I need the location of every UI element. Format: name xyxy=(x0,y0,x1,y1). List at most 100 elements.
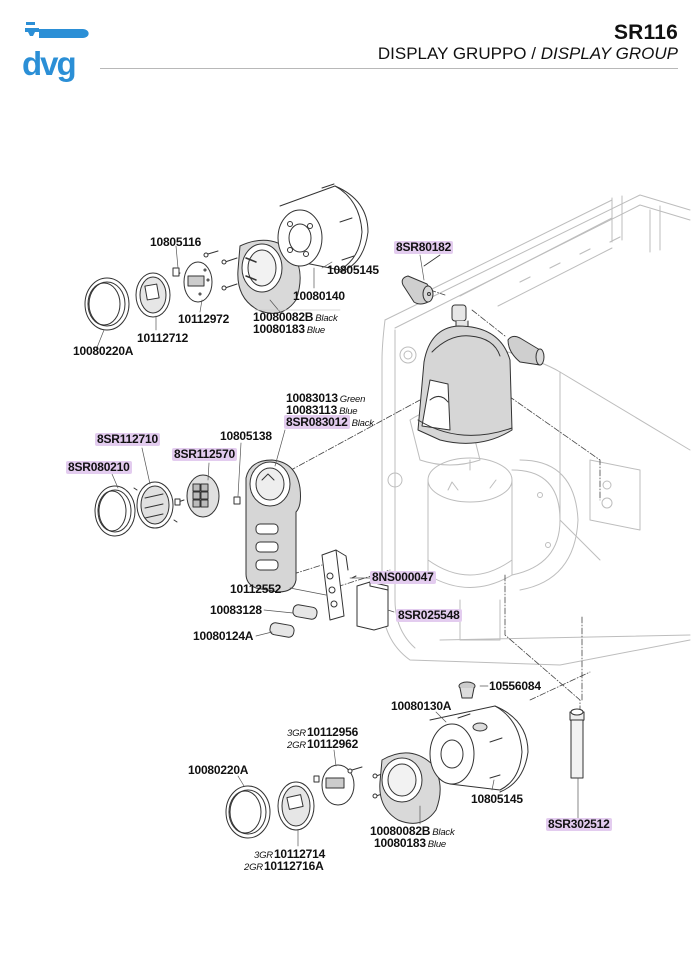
title-separator: / xyxy=(526,44,541,63)
title-italian: DISPLAY GRUPPO xyxy=(377,44,527,63)
part-label[interactable]: 10805145 xyxy=(327,264,379,277)
page-title: DISPLAY GRUPPO / DISPLAY GROUP xyxy=(378,44,678,64)
part-label[interactable]: 10805145 xyxy=(471,793,523,806)
part-label[interactable]: 2GR10112716A xyxy=(244,860,324,874)
part-code: 10080124A xyxy=(193,629,254,643)
display-cylinder-bottom xyxy=(429,705,529,793)
part-code-highlighted: 8SR083012 xyxy=(284,415,350,429)
part-code: 10112956 xyxy=(306,725,359,739)
part-code: 10080220A xyxy=(188,763,249,777)
header-divider xyxy=(100,68,678,69)
part-label-highlighted[interactable]: 8SR80182 xyxy=(394,240,454,254)
part-label-highlighted[interactable]: 8SR025548 xyxy=(396,609,462,622)
part-code: 10112972 xyxy=(178,312,230,326)
display-pcb-top xyxy=(183,261,213,303)
tube-8SR302512 xyxy=(569,708,585,779)
part-label[interactable]: 10805116 xyxy=(150,236,201,249)
part-code: 8SR025548 xyxy=(398,608,460,622)
display-lens-bottom xyxy=(277,781,315,831)
screws-bottom xyxy=(313,766,389,799)
part-code: 10805145 xyxy=(327,263,379,277)
dvg-logo: dvg xyxy=(22,22,89,82)
part-label[interactable]: 10112552 xyxy=(230,583,281,596)
part-code: 10112714 xyxy=(273,847,326,861)
button-pcb xyxy=(321,549,349,621)
display-pcb-middle xyxy=(186,474,220,518)
display-lens-middle xyxy=(133,481,178,529)
part-code: 10080082B xyxy=(253,310,314,324)
part-label[interactable]: 10080220A xyxy=(73,345,133,358)
title-english: DISPLAY GROUP xyxy=(540,44,678,63)
bezel-ring-middle xyxy=(94,485,136,537)
part-code: 8SR80182 xyxy=(396,240,452,254)
part-label[interactable]: 10080220A xyxy=(188,764,248,777)
group-prefix: 2GR xyxy=(287,740,306,751)
part-code: 10805145 xyxy=(471,792,523,806)
part-label[interactable]: 3GR10112714 xyxy=(254,848,325,862)
color-note: Black xyxy=(351,418,374,429)
part-label[interactable]: 10083128 xyxy=(210,604,262,617)
title-block: SR116 DISPLAY GRUPPO / DISPLAY GROUP xyxy=(378,22,678,64)
group-prefix: 2GR xyxy=(244,862,263,873)
part-code: 10805138 xyxy=(220,429,272,443)
part-label[interactable]: 10080140 xyxy=(293,290,345,303)
machine-body xyxy=(381,194,691,666)
leader-lines xyxy=(95,245,579,847)
logo-text: dvg xyxy=(22,45,75,82)
top-display-group xyxy=(84,183,369,331)
color-note: Green xyxy=(339,394,366,405)
bezel-ring-top xyxy=(84,277,130,331)
group-prefix: 3GR xyxy=(254,850,273,861)
color-note: Blue xyxy=(339,406,358,417)
part-code: 10080183 xyxy=(374,836,426,850)
part-code: 10080082B xyxy=(370,824,431,838)
part-label[interactable]: 2GR10112962 xyxy=(287,738,358,752)
part-label[interactable]: 10112712 xyxy=(137,332,188,345)
part-code: 10112552 xyxy=(230,582,282,596)
part-code: 10556084 xyxy=(489,679,541,693)
part-label-highlighted[interactable]: 8NS000047 xyxy=(370,571,436,584)
part-code: 10083113 xyxy=(286,403,338,417)
display-housing-middle xyxy=(245,459,301,593)
model-code: SR116 xyxy=(613,21,678,44)
part-code: 10112962 xyxy=(306,737,359,751)
color-note: Black xyxy=(315,313,338,324)
part-code: 10083128 xyxy=(210,603,262,617)
logo-portafilter-spout xyxy=(26,22,35,25)
fitting-10556084 xyxy=(458,681,476,699)
screw-10805138 xyxy=(233,496,241,505)
part-label-highlighted[interactable]: 8SR112570 xyxy=(172,448,237,461)
part-label[interactable]: 10556084 xyxy=(489,680,541,693)
machine-side-plate xyxy=(589,459,641,531)
part-label[interactable]: 10112972 xyxy=(178,313,229,326)
part-label-highlighted[interactable]: 8SR112710 xyxy=(95,433,160,446)
handle-knob-left xyxy=(401,275,434,305)
display-housing-bottom xyxy=(379,752,441,824)
group-prefix: 3GR xyxy=(287,728,306,739)
middle-display-group xyxy=(94,459,389,638)
color-note: Blue xyxy=(427,839,447,850)
logo-portafilter-handle xyxy=(39,29,89,38)
group-cover xyxy=(417,325,513,444)
part-label[interactable]: 10080130A xyxy=(391,700,451,713)
part-label[interactable]: 10805138 xyxy=(220,430,272,443)
logo-portafilter-basket xyxy=(25,28,39,36)
part-label-highlighted[interactable]: 8SR080210 xyxy=(66,461,132,474)
part-code: 8SR112570 xyxy=(174,447,235,461)
part-code: 10112712 xyxy=(137,331,189,345)
part-code: 8SR302512 xyxy=(548,817,610,831)
part-label[interactable]: 10080124A xyxy=(193,630,253,643)
part-label[interactable]: 3GR10112956 xyxy=(287,726,358,740)
part-code: 10083013 xyxy=(286,391,338,405)
part-code: 10112716A xyxy=(263,859,324,873)
part-label-highlighted[interactable]: 8SR302512 xyxy=(546,818,612,831)
part-code: 10080130A xyxy=(391,699,452,713)
screws-top xyxy=(172,250,238,291)
